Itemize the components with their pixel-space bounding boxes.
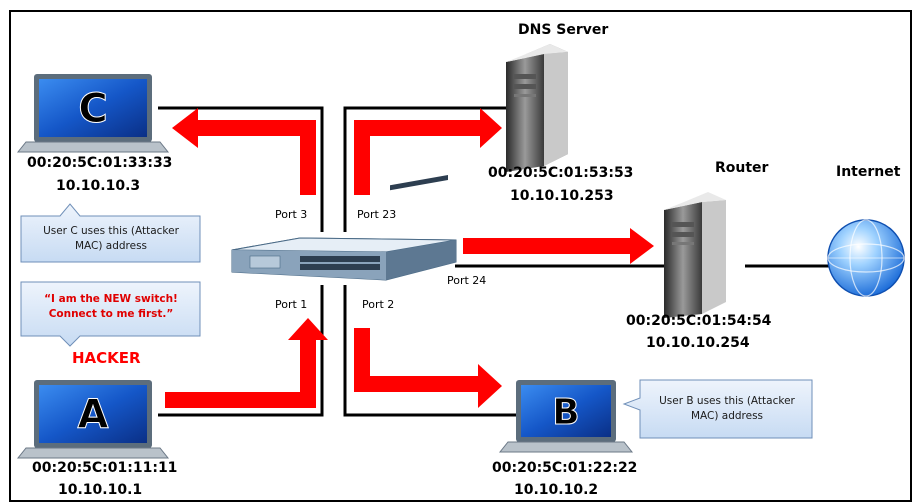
pc-b-mac: 00:20:5C:01:22:22 (492, 460, 638, 476)
router (664, 192, 726, 318)
laptop-b: B (498, 380, 634, 453)
hacker-label: HACKER (72, 349, 141, 367)
connection-lines (158, 106, 838, 417)
diagram-border (9, 10, 912, 502)
callout-hacker-text: “I am the NEW switch! Connect to me firs… (24, 292, 198, 322)
arrow-from-a (165, 318, 328, 408)
laptop-a-letter: A (78, 392, 109, 438)
callout-hacker-line-2: Connect to me first.” (48, 308, 174, 320)
link-a-switch (158, 285, 324, 417)
arrow-to-dns (354, 108, 502, 195)
dns-server (506, 44, 568, 172)
port-23-label: Port 23 (357, 208, 397, 221)
port-1-label: Port 1 (275, 298, 308, 311)
callout-user-c-text: User C uses this (Attacker MAC) address (24, 224, 198, 254)
arrow-to-c (172, 108, 316, 195)
internet-globe-icon (827, 219, 905, 297)
link-b-switch (343, 285, 518, 417)
arrow-to-b (354, 328, 502, 408)
callout-user-b-text: User B uses this (Attacker MAC) address (643, 394, 811, 424)
laptop-a: A (16, 380, 170, 459)
pc-b-ip: 10.10.10.2 (514, 482, 599, 498)
arrow-to-router (463, 228, 654, 264)
internet-title: Internet (836, 164, 901, 180)
callout-user-b-line-2: MAC) address (690, 410, 764, 422)
network-switch (231, 175, 457, 281)
port-3-label: Port 3 (275, 208, 308, 221)
link-dns-switch (343, 106, 512, 232)
callout-user-c-line-2: MAC) address (74, 240, 148, 252)
pc-c-mac: 00:20:5C:01:33:33 (27, 155, 173, 171)
callout-user-b-line-1: User B uses this (Attacker (659, 395, 795, 407)
port-24-label: Port 24 (447, 274, 487, 287)
laptop-c-letter: C (78, 86, 107, 132)
dns-mac: 00:20:5C:01:53:53 (488, 165, 634, 181)
callout-hacker-line-1: “I am the NEW switch! (44, 293, 178, 305)
callout-user-b (622, 379, 813, 439)
router-title: Router (715, 160, 769, 176)
port-2-label: Port 2 (362, 298, 395, 311)
pc-c-ip: 10.10.10.3 (56, 178, 141, 194)
link-c-switch (158, 106, 324, 232)
dns-server-title: DNS Server (518, 22, 609, 38)
callout-hacker (20, 281, 201, 347)
callout-user-c-line-1: User C uses this (Attacker (43, 225, 179, 237)
pc-a-mac: 00:20:5C:01:11:11 (32, 460, 178, 476)
laptop-c: C (16, 74, 170, 153)
dns-ip: 10.10.10.253 (510, 188, 614, 204)
traffic-arrows (165, 108, 654, 408)
router-mac: 00:20:5C:01:54:54 (626, 313, 772, 329)
router-ip: 10.10.10.254 (646, 335, 750, 351)
laptop-b-letter: B (552, 392, 579, 433)
pc-a-ip: 10.10.10.1 (58, 482, 143, 498)
callout-user-c (20, 203, 201, 263)
